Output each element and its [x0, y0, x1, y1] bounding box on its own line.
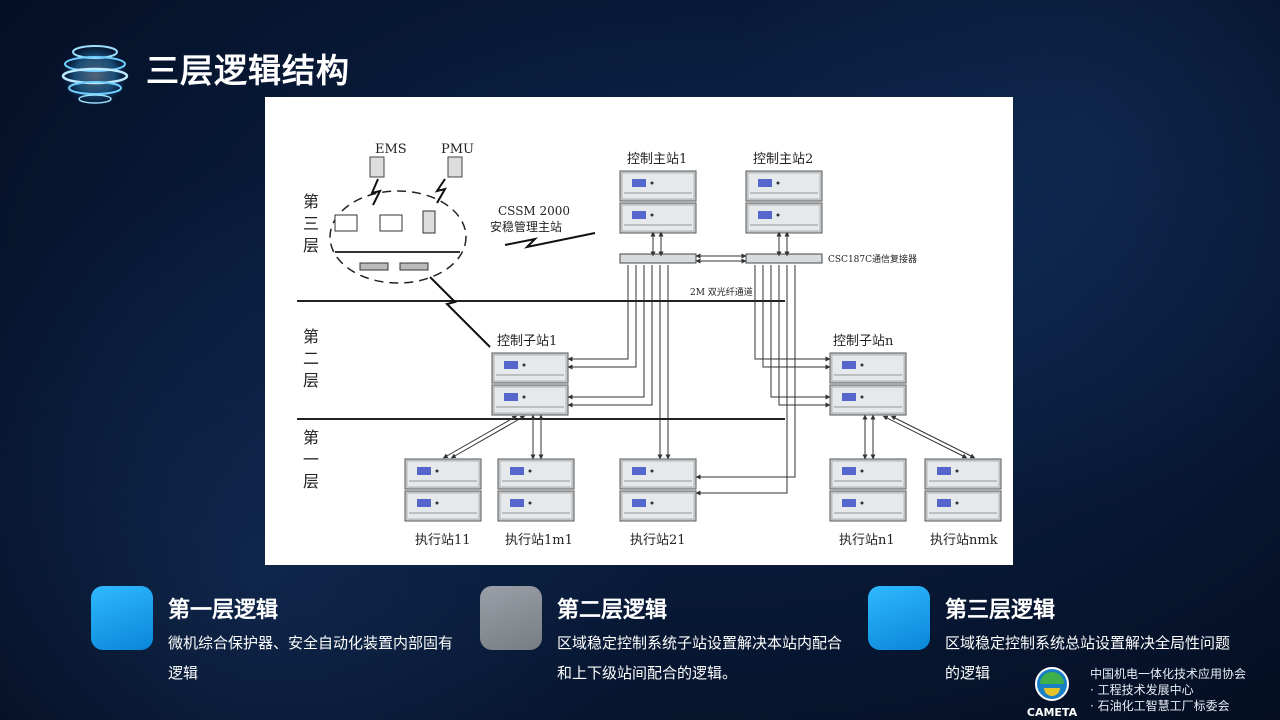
- layer-first-char-3: 层: [303, 472, 319, 491]
- main-station-1-rack-1: [619, 170, 697, 202]
- layer-third-char-3: 层: [303, 236, 319, 255]
- three-layer-diagram: 第 三 层 第 二 层 第 一 层 EMS PMU CSSM 2000 安稳管理…: [265, 97, 1013, 565]
- main-station-1-rack-2: [619, 202, 697, 234]
- ems-label: EMS: [375, 142, 407, 157]
- card-layer-three-title: 第三层逻辑: [945, 598, 1056, 623]
- network-diagram-svg: 第 三 层 第 二 层 第 一 层 EMS PMU CSSM 2000 安稳管理…: [297, 142, 1002, 548]
- sub-station-n-rack-1: [829, 352, 907, 384]
- multiplexer-1: [619, 253, 697, 264]
- main-station-1-label: 控制主站1: [627, 152, 687, 167]
- sub-station-1-rack-2: [491, 384, 569, 416]
- layer-label-third: 第 三 层: [303, 192, 319, 255]
- executor-label-3: 执行站21: [630, 533, 686, 548]
- footer-line-1: 中国机电一体化技术应用协会: [1090, 667, 1247, 681]
- footer-organization: 中国机电一体化技术应用协会 · 工程技术发展中心 · 石油化工智慧工厂标委会: [1090, 666, 1246, 714]
- multiplexer-label: CSC187C通信复接器: [828, 253, 917, 265]
- executor-1m1-rack-2: [497, 490, 575, 522]
- layer-third-char-1: 第: [303, 192, 319, 211]
- executor-n1-rack-2: [829, 490, 907, 522]
- executor-11-rack-2: [404, 490, 482, 522]
- layer-label-second: 第 二 层: [303, 327, 319, 390]
- multiplexer-2: [745, 253, 823, 264]
- layer-second-char-1: 第: [303, 327, 319, 346]
- sub-station-n-rack-2: [829, 384, 907, 416]
- pmu-label: PMU: [441, 142, 474, 157]
- swirl-logo-icon: [61, 43, 129, 107]
- pmu-link-bolt: [434, 178, 448, 204]
- ems-link-bolt: [370, 178, 382, 206]
- executor-21-rack-1: [619, 458, 697, 490]
- executor-21-rack-2: [619, 490, 697, 522]
- workstation-icon-1: [334, 214, 358, 232]
- cssm-sub-label: 安稳管理主站: [490, 219, 562, 234]
- executor-nmk-rack-1: [924, 458, 1002, 490]
- main-station-2-rack-1: [745, 170, 823, 202]
- card-layer-three-desc: 区域稳定控制系统总站设置解决全局性问题的逻辑: [945, 634, 1231, 682]
- layer-second-char-2: 二: [303, 349, 319, 368]
- switch-icon-1: [359, 262, 389, 271]
- card-layer-three-icon: [868, 586, 930, 650]
- executor-11-rack-1: [404, 458, 482, 490]
- card-layer-two-desc: 区域稳定控制系统子站设置解决本站内配合和上下级站间配合的逻辑。: [557, 634, 843, 682]
- executor-1m1-rack-1: [497, 458, 575, 490]
- card-layer-one-icon: [91, 586, 153, 650]
- sub-station-1-label: 控制子站1: [497, 334, 557, 349]
- layer-first-char-2: 一: [303, 450, 319, 469]
- slide-title: 三层逻辑结构: [146, 51, 350, 90]
- layer-second-char-3: 层: [303, 371, 319, 390]
- sub-station-n-label: 控制子站n: [833, 334, 894, 349]
- card-layer-one-title: 第一层逻辑: [168, 598, 279, 623]
- executor-label-2: 执行站1m1: [505, 533, 573, 548]
- management-group-ellipse: [329, 190, 467, 284]
- executor-links: [442, 414, 976, 460]
- card-layer-one-desc: 微机综合保护器、安全自动化装置内部固有逻辑: [168, 634, 454, 682]
- main-station-2-rack-2: [745, 202, 823, 234]
- footer-line-2: · 工程技术发展中心: [1090, 683, 1194, 697]
- executor-nmk-rack-2: [924, 490, 1002, 522]
- card-layer-two-title: 第二层逻辑: [557, 598, 668, 623]
- layer-third-char-2: 三: [303, 214, 319, 233]
- pmu-server-icon: [447, 156, 463, 178]
- server-icon: [422, 210, 436, 234]
- cssm-label: CSSM 2000: [498, 204, 570, 218]
- executor-label-4: 执行站n1: [839, 533, 895, 548]
- cameta-logo-icon: CAMETA: [1027, 667, 1078, 718]
- executor-n1-rack-1: [829, 458, 907, 490]
- ems-server-icon: [369, 156, 385, 178]
- layer-label-first: 第 一 层: [303, 428, 319, 491]
- cssm-link-bolt: [504, 232, 596, 249]
- sub-station-1-rack-1: [491, 352, 569, 384]
- fiber-links: [567, 265, 831, 496]
- layer-first-char-1: 第: [303, 428, 319, 447]
- switch-icon-2: [399, 262, 429, 271]
- workstation-icon-2: [379, 214, 403, 232]
- executor-label-5: 执行站nmk: [930, 533, 998, 548]
- footer-line-3: · 石油化工智慧工厂标委会: [1090, 699, 1230, 713]
- card-layer-two-icon: [480, 586, 542, 650]
- cameta-logo-text: CAMETA: [1027, 706, 1078, 718]
- fiber-channel-label: 2M 双光纤通道: [690, 286, 753, 298]
- main-station-2-label: 控制主站2: [753, 152, 813, 167]
- executor-label-1: 执行站11: [415, 533, 471, 548]
- sub-station-link-bolt: [429, 276, 491, 348]
